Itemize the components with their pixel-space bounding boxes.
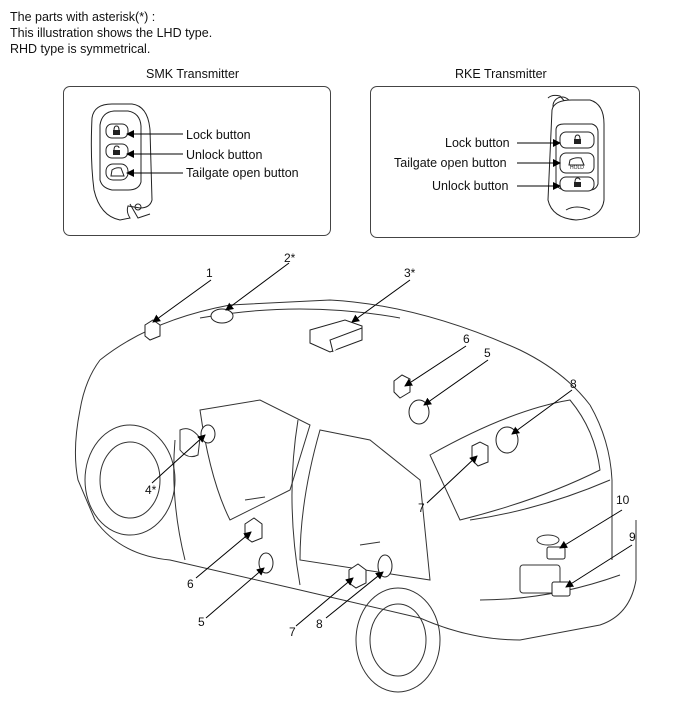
callout-9: 9 [629, 530, 636, 544]
note-asterisk: The parts with asterisk(*) : [10, 10, 156, 24]
smk-unlock-label: Unlock button [186, 148, 263, 162]
smk-unlock-button [105, 143, 129, 159]
rke-unlock-button [559, 176, 595, 192]
rke-title: RKE Transmitter [455, 67, 547, 81]
smk-lock-label: Lock button [186, 128, 251, 142]
callout-1: 1 [206, 266, 213, 280]
callout-8a: 8 [570, 377, 577, 391]
callout-2: 2* [284, 251, 296, 265]
callout-7a: 7 [418, 501, 425, 515]
rke-lock-button [559, 131, 595, 149]
callout-5a: 5 [484, 346, 491, 360]
rke-hold-text: HOLD [570, 165, 584, 171]
smk-title: SMK Transmitter [146, 67, 240, 81]
callout-10: 10 [616, 493, 630, 507]
smk-tailgate-label: Tailgate open button [186, 166, 299, 180]
note-lhd: This illustration shows the LHD type. [10, 26, 213, 40]
callout-5b: 5 [198, 615, 205, 629]
callout-6b: 6 [187, 577, 194, 591]
callout-8b: 8 [316, 617, 323, 631]
component-shapes [144, 308, 571, 597]
rke-tailgate-label: Tailgate open button [394, 156, 507, 170]
rke-unlock-label: Unlock button [432, 179, 509, 193]
smk-lock-button [105, 123, 129, 139]
note-rhd: RHD type is symmetrical. [10, 42, 151, 56]
callout-4: 4* [145, 483, 157, 497]
smk-key-fob [90, 103, 153, 221]
rke-lock-label: Lock button [445, 136, 510, 150]
callout-7b: 7 [289, 625, 296, 639]
vehicle-illustration [74, 299, 637, 693]
callout-6a: 6 [463, 332, 470, 346]
callout-3: 3* [404, 266, 416, 280]
smk-tailgate-button [105, 163, 129, 181]
